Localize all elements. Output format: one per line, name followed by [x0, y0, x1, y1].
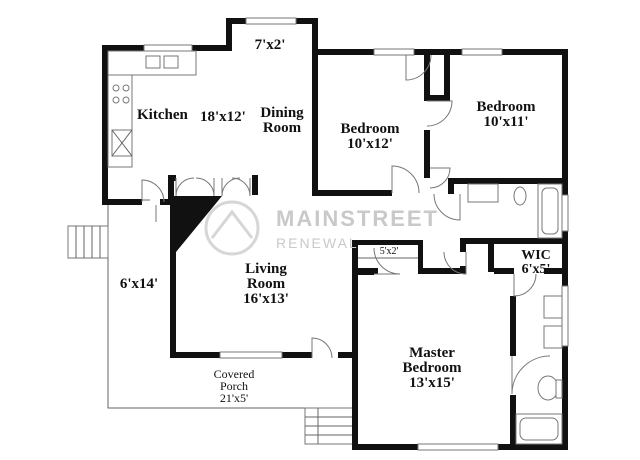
dining-dim: 18'x12' — [200, 109, 246, 125]
nook-dim: 7'x2' — [255, 37, 286, 53]
watermark: MAINSTREET RENEWAL — [204, 200, 439, 256]
bedroom3-dim: 10'x11' — [483, 114, 528, 130]
windows — [143, 17, 569, 451]
master-name-2: Bedroom — [403, 360, 462, 376]
bedroom3-name: Bedroom — [477, 99, 536, 115]
watermark-text-1: MAINSTREET — [276, 206, 439, 231]
bedroom2-dim: 10'x12' — [347, 136, 393, 152]
wic-dim: 6'x5' — [522, 262, 551, 277]
bedroom2-name: Bedroom — [341, 121, 400, 137]
porch-name-1: Covered — [214, 367, 255, 381]
dining-name-1: Dining — [260, 105, 304, 121]
master-name-1: Master — [409, 345, 455, 361]
wic-name: WIC — [521, 248, 551, 263]
living-name-1: Living — [245, 261, 287, 277]
deck-dim: 6'x14' — [120, 276, 158, 292]
room-labels: Kitchen 18'x12' Dining Room 7'x2' Bedroo… — [120, 37, 551, 405]
living-name-2: Room — [247, 276, 286, 292]
porch-dim: 21'x5' — [220, 391, 248, 405]
master-dim: 13'x15' — [409, 375, 455, 391]
kitchen-name: Kitchen — [137, 107, 188, 123]
dining-name-2: Room — [263, 120, 302, 136]
living-dim: 16'x13' — [243, 291, 289, 307]
doors — [141, 54, 551, 395]
watermark-text-2: RENEWAL — [276, 235, 359, 251]
closet-dim: 5'x2' — [380, 246, 399, 257]
fixtures — [107, 50, 563, 445]
walls — [102, 18, 568, 450]
porch-name-2: Porch — [220, 379, 248, 393]
